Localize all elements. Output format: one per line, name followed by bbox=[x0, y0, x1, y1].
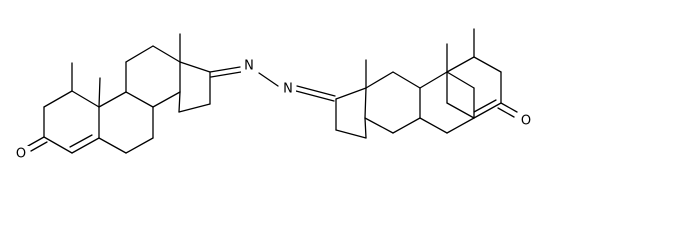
atom-labels: O N N O bbox=[13, 58, 534, 162]
nitrogen-left-bg bbox=[241, 58, 257, 74]
oxygen-right-label: O bbox=[521, 114, 531, 129]
molecule-structure: O N N O bbox=[13, 28, 534, 162]
oxygen-left-label: O bbox=[16, 147, 26, 162]
azine-linker bbox=[209, 66, 336, 102]
right-steroid-skeleton bbox=[335, 28, 518, 139]
oxygen-right-bg bbox=[518, 113, 534, 129]
nitrogen-right-label: N bbox=[283, 82, 293, 97]
left-steroid-skeleton bbox=[27, 33, 211, 154]
oxygen-left-bg bbox=[13, 146, 29, 162]
nitrogen-left-label: N bbox=[244, 59, 254, 74]
nitrogen-right-bg bbox=[280, 81, 296, 97]
